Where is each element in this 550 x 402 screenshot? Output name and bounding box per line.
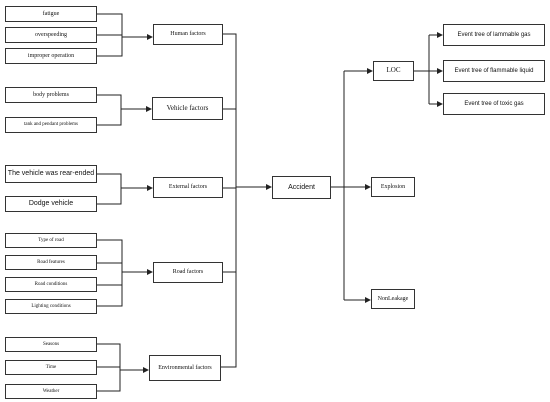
node-vehicle-factors: Vehicle factors	[152, 97, 223, 120]
edge-weather	[97, 370, 121, 392]
node-time: Time	[5, 360, 97, 375]
edge-road-to-accident	[223, 187, 237, 273]
node-body-problems: body problems	[5, 87, 97, 103]
edge-body-problems	[97, 94, 122, 109]
node-tank-pendant-problems: tank and pendant problems	[5, 117, 97, 133]
node-dodge-vehicle: Dodge vehicle	[5, 196, 97, 212]
edge-tank-pendant	[97, 109, 122, 126]
node-event-tree-toxic-gas: Event tree of toxic gas	[443, 93, 545, 115]
node-event-tree-flammable-gas: Event tree of lammable gas	[443, 24, 545, 46]
node-external-factors: External factors	[153, 177, 223, 198]
node-non-leakage: NonLeakage	[371, 289, 415, 309]
edge-fatigue	[97, 13, 123, 37]
node-improper-operation: improper operation	[5, 48, 97, 64]
edge-type-of-road	[97, 239, 123, 272]
edge-improper-operation	[97, 37, 123, 57]
node-weather: Weather	[5, 384, 97, 399]
edge-human-to-accident	[223, 33, 237, 187]
edge-rear-ended	[97, 173, 122, 188]
node-overspeeding: overspeeding	[5, 27, 97, 43]
node-human-factors: Human factors	[153, 24, 223, 45]
node-explosion: Explosion	[371, 177, 415, 197]
node-rear-ended: The vehicle was rear-ended	[5, 165, 97, 183]
node-seasons: Seasons	[5, 337, 97, 352]
node-loc: LOC	[373, 61, 414, 81]
edge-lighting-conditions	[97, 272, 123, 307]
node-type-of-road: Type of road	[5, 233, 97, 248]
edge-dodge-vehicle	[97, 188, 122, 205]
node-event-tree-flammable-liquid: Event tree of flammable liquid	[443, 60, 545, 82]
node-lighting-conditions: Lighting conditions	[5, 299, 97, 314]
node-road-features: Road features	[5, 255, 97, 270]
node-accident: Accident	[272, 176, 331, 199]
node-fatigue: fatigue	[5, 6, 97, 22]
node-environmental-factors: Environmental factors	[149, 355, 221, 381]
node-road-factors: Road factors	[153, 262, 223, 283]
node-road-conditions: Road conditions	[5, 277, 97, 292]
edge-seasons	[97, 343, 121, 370]
edge-environmental-to-accident	[221, 187, 237, 368]
